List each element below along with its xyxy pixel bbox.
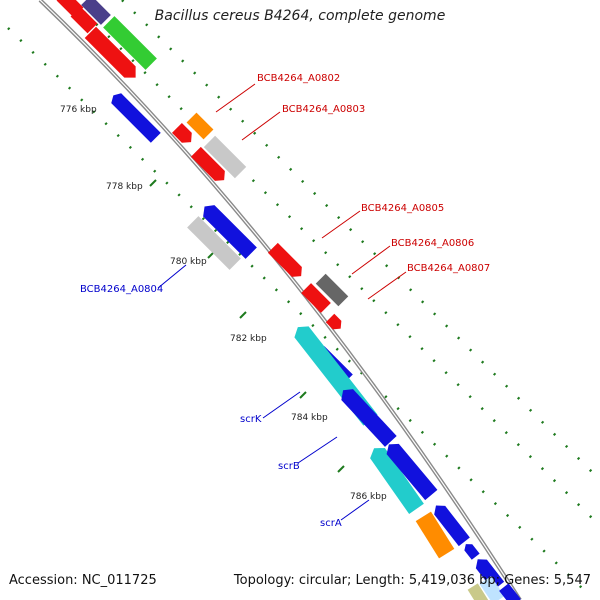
- leader-line-a0803: [241, 111, 281, 141]
- tick-label-776: 776 kbp: [60, 105, 97, 115]
- leader-line-a0802: [215, 83, 256, 113]
- leader-line-a0805: [321, 210, 361, 239]
- leader-line-scrB: [297, 436, 338, 464]
- gene-feature[interactable]: [479, 576, 505, 600]
- tick-label-780: 780 kbp: [170, 257, 207, 267]
- gene-feature-scrB[interactable]: [367, 443, 424, 515]
- gene-feature[interactable]: [467, 583, 489, 600]
- gene-feature[interactable]: [472, 555, 505, 591]
- genome-backbone: [38, 0, 522, 600]
- gene-feature[interactable]: [84, 26, 142, 84]
- gene-feature[interactable]: [301, 283, 331, 313]
- gene-label-scrK[interactable]: scrK: [240, 414, 262, 425]
- gene-feature-a0803[interactable]: [203, 135, 247, 179]
- gene-feature[interactable]: [108, 90, 161, 143]
- leader-line-scrA: [340, 499, 370, 521]
- gene-feature[interactable]: [337, 385, 397, 447]
- gene-feature-scrA[interactable]: [415, 511, 455, 559]
- tick-mark: [239, 311, 247, 319]
- tick-label-782: 782 kbp: [230, 334, 267, 344]
- gene-label-a0806[interactable]: BCB4264_A0806: [391, 238, 474, 249]
- gene-features: [56, 0, 521, 600]
- tick-label-786: 786 kbp: [350, 492, 387, 502]
- gene-feature[interactable]: [383, 439, 438, 501]
- map-title: Bacillus cereus B4264, complete genome: [154, 8, 446, 24]
- gene-label-scrB[interactable]: scrB: [278, 461, 300, 472]
- gene-feature-a0804[interactable]: [187, 216, 241, 270]
- gene-feature[interactable]: [499, 583, 521, 600]
- tick-label-784: 784 kbp: [291, 413, 328, 423]
- gene-feature-a0802[interactable]: [186, 112, 214, 140]
- tick-mark: [299, 391, 307, 399]
- gene-feature-a0806[interactable]: [315, 273, 349, 307]
- tick-mark: [149, 179, 157, 187]
- gene-label-a0807[interactable]: BCB4264_A0807: [407, 263, 490, 274]
- leader-line-scrK: [262, 391, 301, 419]
- leader-line-a0806: [351, 245, 391, 275]
- leader-line-a0804: [157, 264, 187, 289]
- gene-feature[interactable]: [199, 201, 257, 259]
- accession-text: Accession: NC_011725: [9, 573, 157, 588]
- leader-line-a0807: [367, 271, 407, 300]
- gene-labels: BCB4264_A0802 BCB4264_A0803 BCB4264_A080…: [80, 73, 490, 529]
- gene-feature-a0805[interactable]: [267, 242, 306, 281]
- ring-guides: [7, 0, 600, 593]
- ring-guide-inner: [120, 0, 600, 481]
- tick-mark: [337, 465, 345, 473]
- gene-feature[interactable]: [190, 146, 229, 185]
- topology-text: Topology: circular; Length: 5,419,036 bp…: [233, 573, 591, 588]
- gene-label-a0802[interactable]: BCB4264_A0802: [257, 73, 340, 84]
- gene-feature[interactable]: [70, 6, 98, 34]
- tick-label-778: 778 kbp: [106, 182, 143, 192]
- gene-feature-a0807[interactable]: [325, 313, 345, 333]
- scale-ticks: 776 kbp 778 kbp 780 kbp 782 kbp 784 kbp …: [60, 105, 387, 502]
- gene-feature[interactable]: [462, 541, 480, 560]
- gene-feature[interactable]: [81, 0, 111, 25]
- gene-label-scrA[interactable]: scrA: [320, 518, 342, 529]
- gene-feature[interactable]: [103, 16, 157, 70]
- gene-label-a0805[interactable]: BCB4264_A0805: [361, 203, 444, 214]
- gene-label-a0803[interactable]: BCB4264_A0803: [282, 104, 365, 115]
- backbone-inner: [39, 0, 521, 600]
- gene-feature[interactable]: [430, 501, 470, 547]
- gene-label-a0804[interactable]: BCB4264_A0804: [80, 284, 163, 295]
